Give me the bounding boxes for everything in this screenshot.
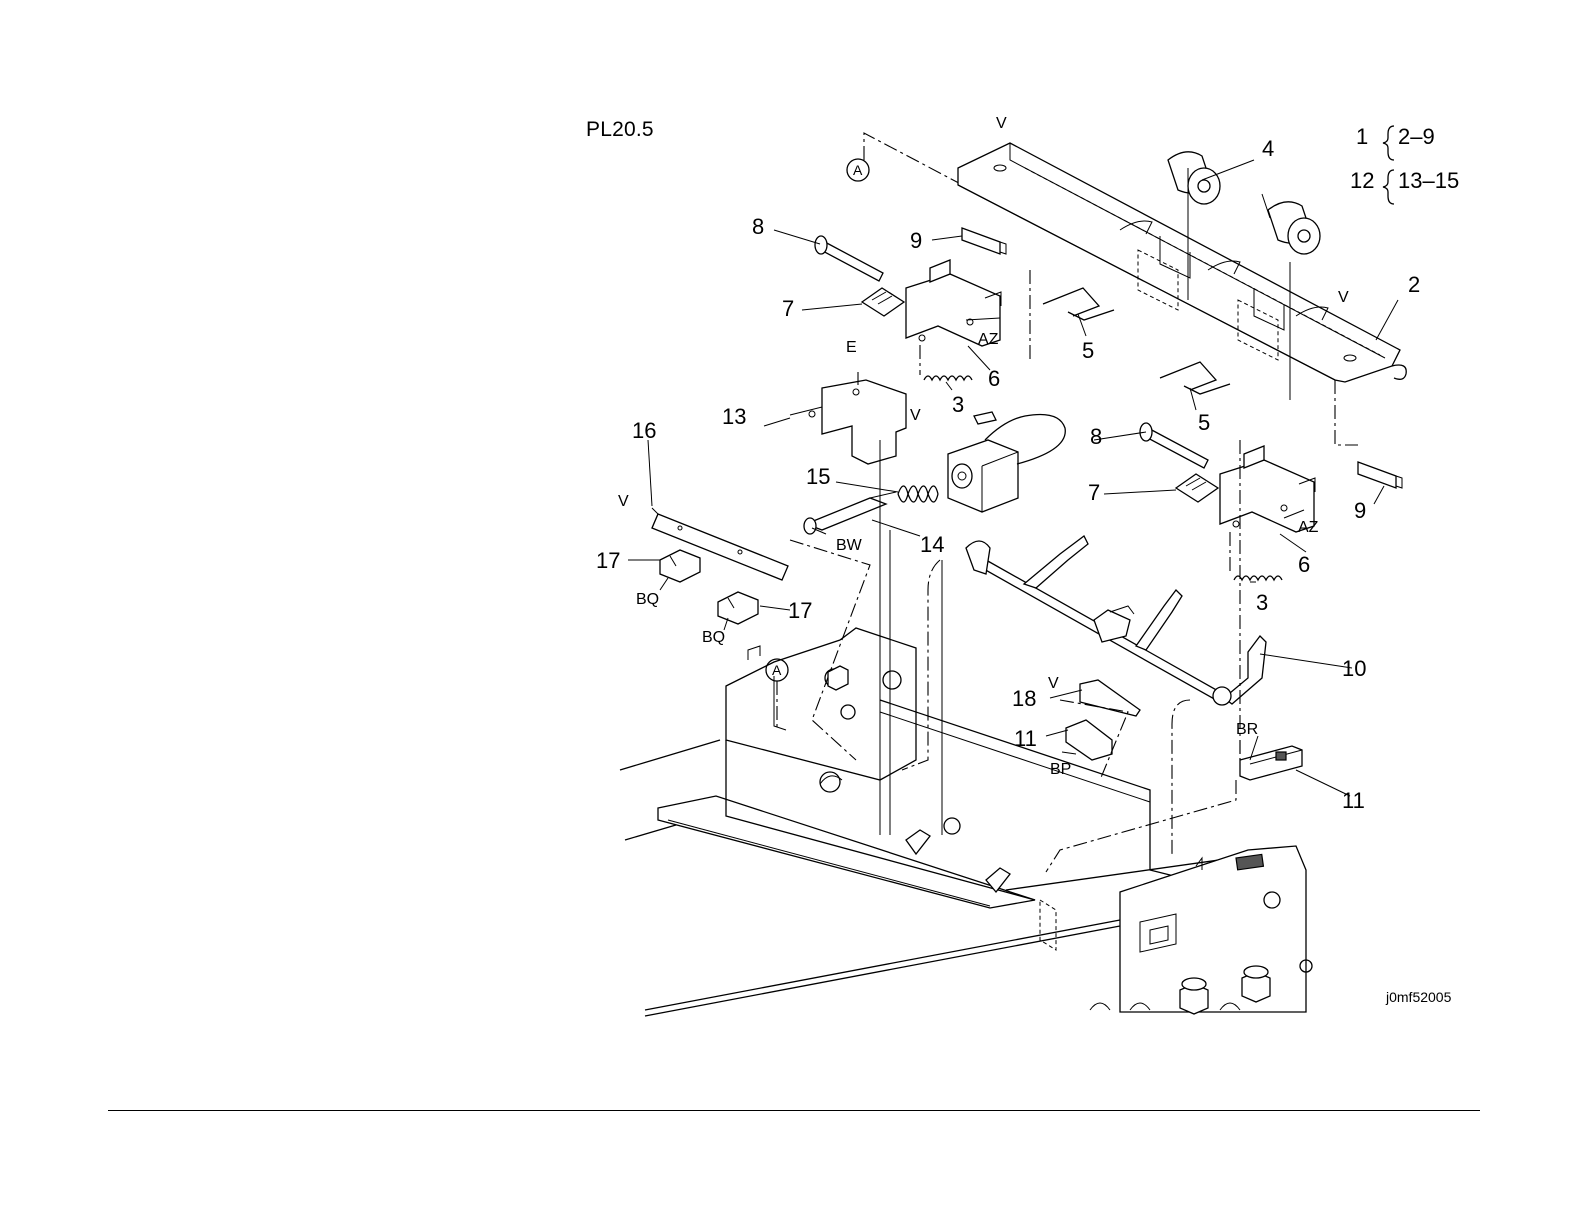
- code-az: AZ: [1298, 519, 1319, 536]
- pin-part-9-upper: [962, 228, 1006, 254]
- reference-letter: A: [853, 162, 863, 178]
- callout-3: 3: [1256, 590, 1268, 615]
- callout-5: 5: [1082, 338, 1094, 363]
- code-bq: BQ: [702, 629, 725, 646]
- callout-5: 5: [1198, 410, 1210, 435]
- callout-11: 11: [1014, 726, 1037, 751]
- callout-6: 6: [988, 366, 1000, 391]
- code-az: AZ: [978, 331, 999, 348]
- code-e: E: [846, 339, 857, 356]
- reference-a-mid: A: [766, 659, 788, 728]
- reference-letter: A: [772, 662, 782, 678]
- sensor-part-17-lower: [718, 592, 758, 624]
- sensor-part-11-right: [1240, 740, 1302, 780]
- sensor-bracket-part-18: [1080, 680, 1140, 716]
- callout-4: 4: [1262, 136, 1274, 161]
- spring-part-15: [898, 486, 938, 502]
- callout-2: 2: [1408, 272, 1420, 297]
- code-bp: BP: [1050, 761, 1071, 778]
- footer-divider: [108, 1110, 1480, 1111]
- callout-9: 9: [1354, 498, 1366, 523]
- callout-6: 6: [1298, 552, 1310, 577]
- callout-7: 7: [1088, 480, 1100, 505]
- callout-16: 16: [632, 418, 656, 443]
- callout-18: 18: [1012, 686, 1036, 711]
- brace-icon: [1383, 170, 1394, 204]
- callout-9: 9: [910, 228, 922, 253]
- callout-13: 13: [722, 404, 746, 429]
- coil-spring-part-3-lower: [1230, 532, 1282, 580]
- callout-7: 7: [782, 296, 794, 321]
- callout-14: 14: [920, 532, 944, 557]
- plunger-part-14: [804, 492, 896, 534]
- callout-15: 15: [806, 464, 830, 489]
- code-bq: BQ: [636, 591, 659, 608]
- coil-spring-part-3-upper: [920, 345, 972, 380]
- code-bw: BW: [836, 537, 863, 554]
- callout-8: 8: [1090, 424, 1102, 449]
- clip-part-5-lower: [1160, 362, 1230, 394]
- drawing-id: j0mf52005: [1385, 989, 1452, 1005]
- group-legend: 1 2–9 12 13–15: [1350, 124, 1459, 204]
- group-parent-1: 1: [1356, 124, 1368, 149]
- code-v: V: [618, 493, 629, 510]
- actuator-shaft-part-10: [966, 536, 1266, 705]
- flat-spring-part-7-upper: [862, 288, 904, 316]
- code-v: V: [910, 407, 921, 424]
- assembly-guide-lines: [790, 270, 1240, 872]
- callout-17: 17: [788, 598, 812, 623]
- solenoid-bracket-part-13: [790, 372, 906, 464]
- shaft-part-8-upper: [815, 236, 883, 281]
- code-v: V: [996, 115, 1007, 132]
- code-v: V: [1048, 675, 1059, 692]
- callout-3: 3: [952, 392, 964, 417]
- group-parent-12: 12: [1350, 168, 1374, 193]
- group-range-12: 13–15: [1398, 168, 1459, 193]
- callout-11: 11: [1342, 788, 1365, 813]
- pin-part-9-lower: [1335, 380, 1402, 488]
- solenoid-part-12: [948, 412, 1065, 512]
- sensor-part-17-upper: [660, 550, 700, 582]
- brace-icon: [1383, 126, 1394, 160]
- callout-8: 8: [752, 214, 764, 239]
- code-br: BR: [1236, 721, 1258, 738]
- code-v: V: [1338, 289, 1349, 306]
- callout-17: 17: [596, 548, 620, 573]
- flat-spring-part-7-lower: [1176, 474, 1218, 502]
- callout-10: 10: [1342, 656, 1366, 681]
- group-range-1: 2–9: [1398, 124, 1435, 149]
